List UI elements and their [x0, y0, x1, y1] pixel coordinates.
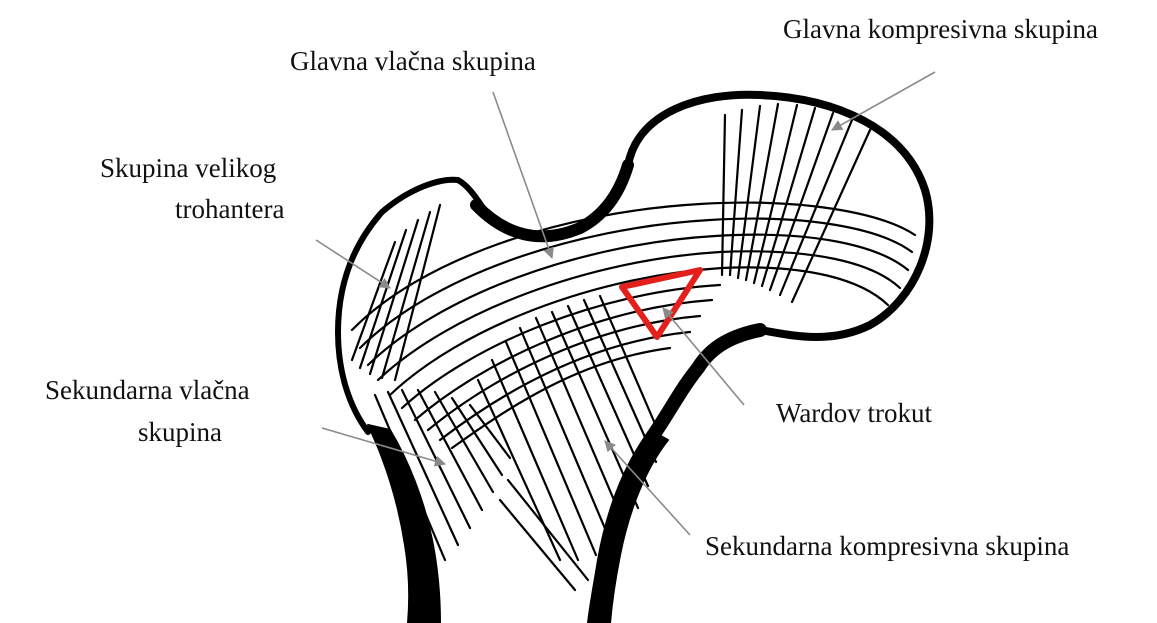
calcar-outline [650, 330, 760, 440]
label-skupina-velikog: Skupina velikog [100, 153, 276, 183]
label-sekundarna-vlacna: Sekundarna vlačna [45, 375, 250, 405]
neck-superior-outline [476, 165, 628, 236]
leader-glavna-kompresivna [832, 72, 935, 130]
medial-shaft-cortex [588, 430, 668, 623]
label-glavna-kompresivna-skupina: Glavna kompresivna skupina [783, 14, 1098, 44]
label-glavna-vlacna-skupina: Glavna vlačna skupina [290, 46, 536, 76]
labels: Glavna kompresivna skupina Glavna vlačna… [45, 14, 1098, 561]
label-skupina: skupina [138, 417, 222, 447]
label-wardov-trokut: Wardov trokut [776, 398, 933, 428]
label-sekundarna-kompresivna-skupina: Sekundarna kompresivna skupina [705, 531, 1069, 561]
label-trohantera: trohantera [175, 194, 284, 224]
trabeculae [352, 104, 915, 590]
leader-veliki-trohanter [316, 240, 390, 288]
